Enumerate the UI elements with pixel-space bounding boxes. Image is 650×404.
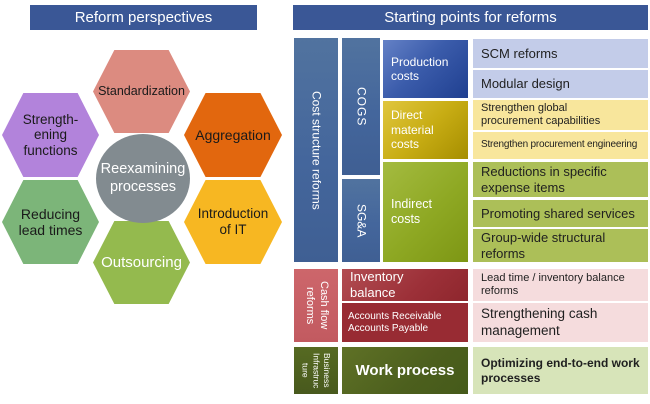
row-strengthen-global-procurement-label: Strengthen global procurement capabiliti…: [481, 101, 601, 127]
hexagon-standardization-label: Standardization: [98, 84, 185, 99]
row-group-wide-structural-reforms-label: Group-wide structural reforms: [481, 229, 606, 261]
row-scm-reforms-label: SCM reforms: [481, 45, 558, 61]
row-optimizing-end-to-end-work-label: Optimizing end-to-end work processes: [481, 355, 640, 385]
row-reductions-specific-expense-label: Reductions in specific expense items: [481, 163, 607, 195]
row-strengthen-procurement-engineering: Strengthen procurement engineering: [473, 132, 648, 159]
central-circle-label: Reexamining processes: [100, 161, 186, 195]
category-production-costs-label: Production costs: [391, 54, 449, 83]
group-bar-cost-structure-reforms: Cost structure reforms: [294, 38, 338, 262]
hexagon-aggregation: Aggregation: [184, 93, 282, 177]
row-strengthen-procurement-engineering-label: Strengthen procurement engineering: [481, 139, 638, 151]
category-direct-material-costs-label: Direct material costs: [391, 108, 434, 152]
group-bar-business-infrastructure-label: Business Infrastruc ture: [300, 352, 332, 389]
category-indirect-costs-label: Indirect costs: [391, 197, 432, 226]
hexagon-introduction-of-it: Introduction of IT: [184, 180, 282, 264]
row-lead-time-inventory-balance-label: Lead time / inventory balance reforms: [481, 271, 625, 297]
hexagon-reducing-lead-times-label: Reducing lead times: [18, 205, 83, 238]
category-production-costs: Production costs: [383, 40, 468, 98]
row-strengthen-global-procurement: Strengthen global procurement capabiliti…: [473, 100, 648, 130]
left-panel-header-label: Reform perspectives: [74, 9, 213, 26]
right-panel-header: Starting points for reforms: [293, 5, 648, 30]
hexagon-outsourcing-label: Outsourcing: [101, 253, 182, 271]
row-strengthening-cash-management: Strengthening cash management: [473, 303, 648, 342]
group-bar-cash-flow-label: Cash flow reforms: [304, 281, 330, 330]
category-accounts-receivable-payable: Accounts Receivable Accounts Payable: [342, 303, 468, 342]
category-work-process: Work process: [342, 347, 468, 394]
row-modular-design: Modular design: [473, 70, 648, 98]
hexagon-introduction-of-it-label: Introduction of IT: [197, 206, 269, 237]
category-indirect-costs: Indirect costs: [383, 162, 468, 262]
category-accounts-receivable-payable-label: Accounts Receivable Accounts Payable: [348, 310, 442, 334]
row-strengthening-cash-management-label: Strengthening cash management: [481, 306, 598, 338]
hexagon-strengthening-functions-label: Strength- ening functions: [22, 111, 79, 158]
subgroup-bar-cogs: COGS: [342, 38, 380, 175]
row-reductions-specific-expense: Reductions in specific expense items: [473, 162, 648, 197]
category-direct-material-costs: Direct material costs: [383, 101, 468, 159]
subgroup-bar-sga: SG&A: [342, 179, 380, 262]
row-modular-design-label: Modular design: [481, 76, 570, 92]
subgroup-bar-cogs-label: COGS: [354, 86, 369, 127]
group-bar-cash-flow-reforms: Cash flow reforms: [294, 269, 338, 342]
category-work-process-label: Work process: [355, 361, 455, 379]
row-optimizing-end-to-end-work: Optimizing end-to-end work processes: [473, 347, 648, 394]
hexagon-outsourcing: Outsourcing: [93, 221, 190, 304]
central-circle-reexamining-processes: Reexamining processes: [96, 134, 190, 223]
group-bar-business-infrastructure: Business Infrastruc ture: [294, 347, 338, 394]
category-inventory-balance: Inventory balance: [342, 269, 468, 301]
subgroup-bar-sga-label: SG&A: [354, 203, 369, 238]
hexagon-aggregation-label: Aggregation: [195, 126, 271, 143]
category-inventory-balance-label: Inventory balance: [350, 269, 404, 300]
row-promoting-shared-services-label: Promoting shared services: [481, 205, 635, 221]
hexagon-standardization: Standardization: [93, 50, 190, 133]
row-group-wide-structural-reforms: Group-wide structural reforms: [473, 229, 648, 262]
hexagon-reducing-lead-times: Reducing lead times: [2, 180, 99, 264]
left-panel-header: Reform perspectives: [30, 5, 257, 30]
row-scm-reforms: SCM reforms: [473, 39, 648, 68]
right-panel-header-label: Starting points for reforms: [384, 9, 557, 26]
group-bar-cost-structure-label: Cost structure reforms: [309, 90, 324, 210]
row-lead-time-inventory-balance: Lead time / inventory balance reforms: [473, 269, 648, 301]
row-promoting-shared-services: Promoting shared services: [473, 200, 648, 227]
hexagon-strengthening-functions: Strength- ening functions: [2, 93, 99, 177]
